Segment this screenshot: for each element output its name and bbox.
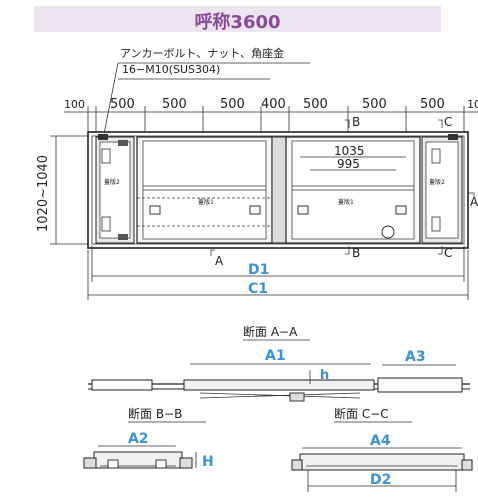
center-joint	[271, 136, 287, 244]
lid1-label-left: 蓋版1	[198, 198, 214, 206]
sec-mark-c-bottom: C	[444, 246, 452, 260]
sec-mark-c-top: C	[444, 115, 452, 129]
section-cc-title: 断面 C−C	[334, 406, 389, 421]
top-dim-4: 400	[261, 97, 286, 112]
left-end-block	[95, 134, 135, 244]
right-end-block	[421, 134, 463, 244]
a3-label: A3	[405, 349, 426, 365]
lid2-label-right: 蓋版2	[429, 178, 445, 186]
anchor-leader	[103, 62, 119, 135]
a4-label: A4	[370, 433, 391, 449]
top-dim-1: 500	[110, 97, 135, 112]
d2-label: D2	[370, 472, 391, 488]
top-dim-5: 500	[303, 97, 328, 112]
anchor-note-line1: アンカーボルト、ナット、角座金	[120, 46, 284, 60]
top-dim-8: 10	[467, 98, 478, 111]
section-cc-profile	[291, 453, 473, 471]
a1-label: A1	[265, 348, 286, 364]
lid2-label-left: 蓋版2	[104, 178, 120, 186]
top-dim-7: 500	[420, 97, 445, 112]
lid1-label-right: 蓋版1	[338, 198, 354, 206]
page-title: 呼称3600	[194, 12, 281, 33]
section-aa-profile	[88, 370, 470, 402]
top-dim-ticks	[87, 106, 465, 132]
d1-label: D1	[248, 262, 269, 278]
top-dim-2: 500	[162, 97, 187, 112]
sec-mark-a-right: A	[470, 195, 478, 209]
dim-995: 995	[337, 157, 360, 171]
section-aa-title: 断面 A−A	[243, 324, 298, 339]
anchor-note-line2: 16−M10(SUS304)	[122, 63, 220, 76]
H-label: H	[202, 454, 214, 470]
sec-mark-b-top: B	[352, 115, 360, 129]
h-label: h	[320, 368, 329, 383]
a2-label: A2	[128, 431, 149, 447]
top-dim-6: 500	[362, 97, 387, 112]
c1-label: C1	[248, 281, 268, 297]
top-dim-0: 100	[64, 98, 85, 111]
dim-1035: 1035	[334, 144, 365, 158]
section-bb-title: 断面 B−B	[128, 406, 182, 421]
sec-mark-a-bottom: A	[215, 254, 224, 268]
left-large-panel	[136, 136, 273, 244]
section-bb-profile	[83, 451, 197, 469]
title-banner: 呼称3600	[34, 6, 441, 33]
top-dim-3: 500	[220, 97, 245, 112]
sec-mark-b-bottom: B	[352, 246, 360, 260]
height-dim-text: 1020~1040	[36, 155, 51, 232]
